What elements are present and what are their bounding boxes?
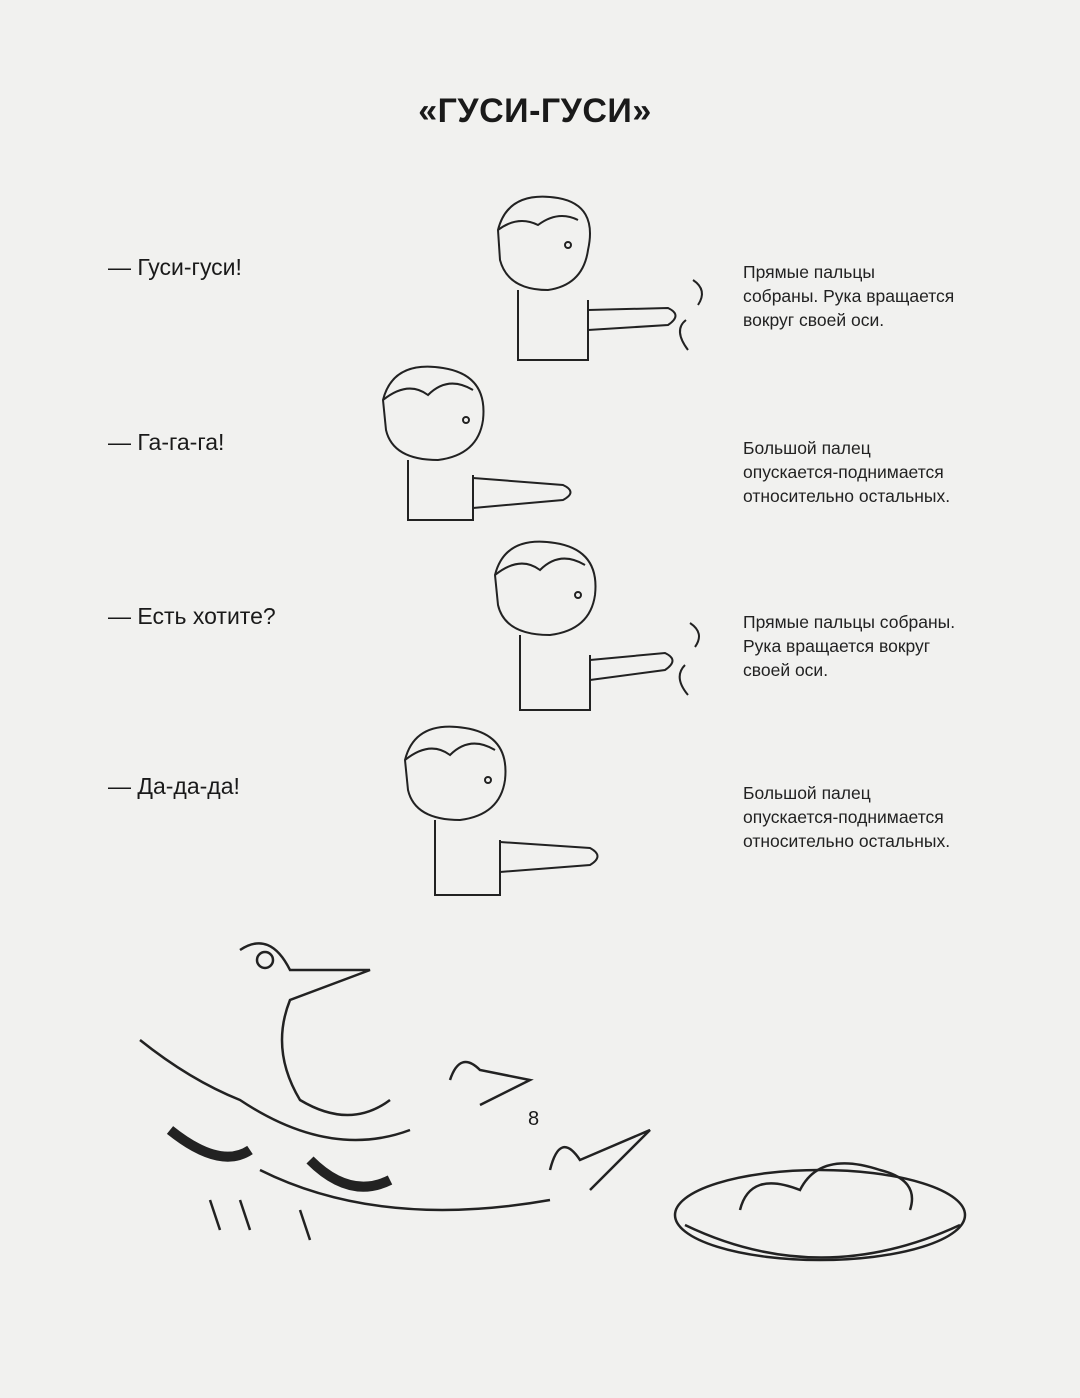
rhyme-line-1: — Гуси-гуси! (108, 254, 242, 280)
rhyme-line-4: — Да-да-да! (108, 773, 240, 799)
geese-illustration (139, 942, 651, 1241)
boy-rotating-hand-illustration-2 (493, 540, 700, 711)
rhyme-line-3: — Есть хотите? (108, 603, 276, 629)
rhyme-line-2: — Га-га-га! (108, 429, 225, 455)
gesture-description-2: Большой палец опускается-поднимается отн… (743, 438, 951, 506)
boy-rotating-hand-illustration (496, 195, 703, 361)
gesture-description-1: Прямые пальцы собраны. Рука вращается во… (743, 262, 955, 330)
page-title: «ГУСИ-ГУСИ» (418, 92, 652, 130)
page-number: 8 (528, 1108, 540, 1130)
gesture-description-4: Большой палец опускается-поднимается отн… (743, 783, 951, 851)
boy-pointing-hand-illustration-1 (381, 365, 572, 521)
gesture-description-3: Прямые пальцы собраны. Рука вращается во… (743, 612, 956, 680)
boy-pointing-hand-illustration-2 (403, 725, 599, 896)
bowl-of-food-illustration (673, 1162, 967, 1262)
